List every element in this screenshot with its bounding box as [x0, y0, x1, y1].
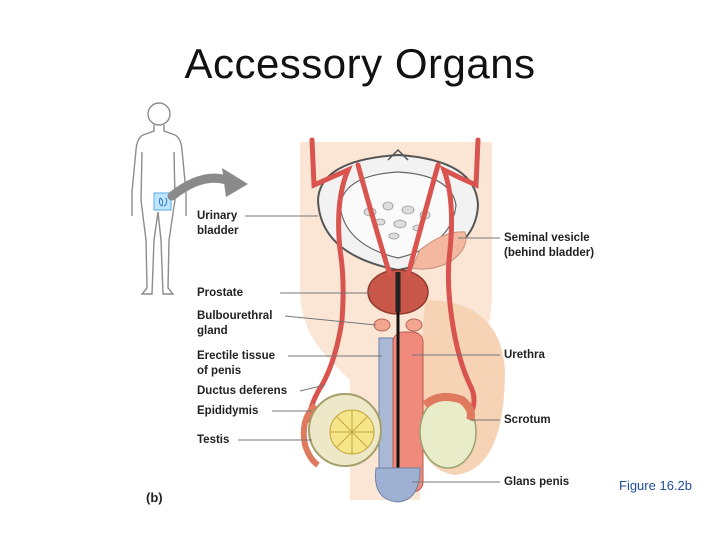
label-prostate: Prostate [197, 287, 244, 299]
testis-left [300, 393, 382, 468]
label-epididymis: Epididymis [197, 405, 259, 417]
ductus-deferens [305, 137, 481, 423]
label-testis: Testis [197, 434, 230, 446]
page-title: Accessory Organs [184, 40, 536, 87]
label-seminal-vesicle: Seminal vesicle (behind bladder) [504, 232, 595, 259]
label-erectile-tissue: Erectile tissue of penis [197, 350, 275, 377]
leader-lines [238, 215, 500, 483]
label-scrotum: Scrotum [504, 414, 551, 426]
testis-right [419, 392, 477, 469]
figure-reference: Figure 16.2b [619, 478, 692, 493]
penis [374, 312, 424, 503]
label-urethra: Urethra [504, 349, 545, 361]
glans-penis [374, 467, 421, 503]
label-bulbourethral-gland: Bulbourethral gland [197, 310, 273, 337]
body-outline-figure [131, 102, 187, 295]
label-glans-penis: Glans penis [504, 476, 570, 488]
part-label: (b) [146, 490, 163, 505]
bulbourethral-gland [373, 318, 391, 332]
label-ductus-deferens: Ductus deferens [197, 385, 288, 397]
curved-arrow [167, 173, 237, 201]
label-urinary-bladder: Urinary bladder [197, 210, 239, 237]
